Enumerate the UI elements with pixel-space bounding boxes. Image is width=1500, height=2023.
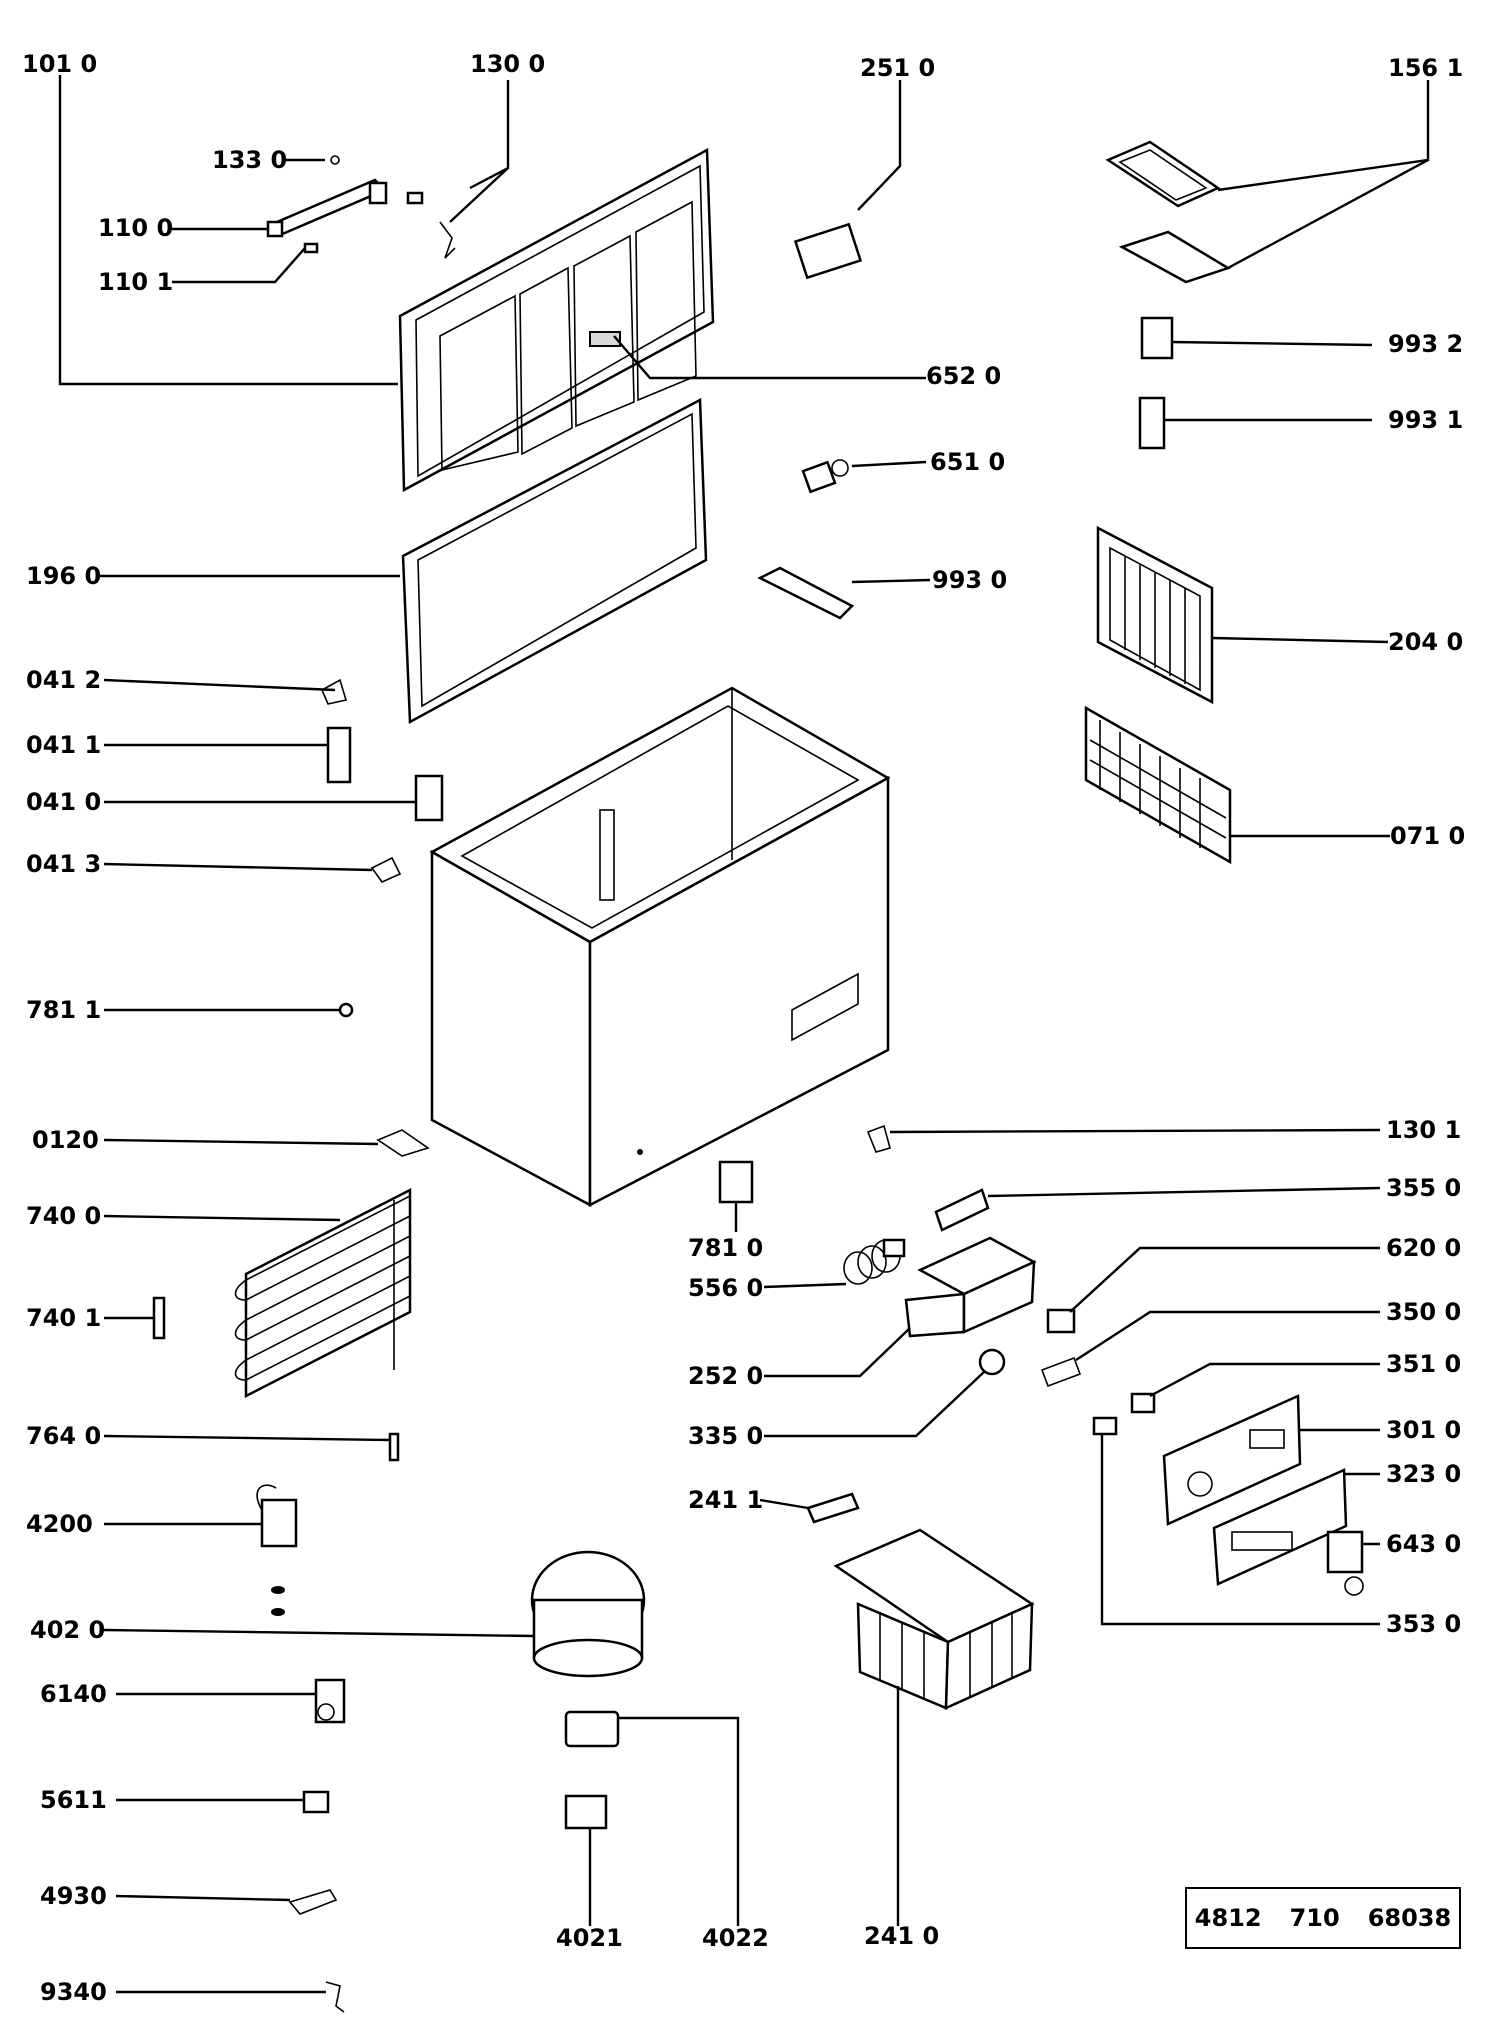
label-252-0: 252 0 (688, 1362, 763, 1390)
part-556-0 (843, 1238, 906, 1285)
catalog-number-box: 4812 710 68038 (1185, 1887, 1461, 1949)
catalog-part-2: 710 (1289, 1904, 1340, 1932)
lid-part (398, 147, 715, 493)
part-993-2 (1140, 316, 1174, 360)
part-041-3 (370, 856, 402, 883)
label-041-1: 041 1 (26, 731, 101, 759)
part-620-0 (1046, 1308, 1076, 1334)
part-781-0 (718, 1160, 754, 1204)
part-130-1 (866, 1124, 891, 1153)
label-6140: 6140 (40, 1680, 107, 1708)
part-993-0 (757, 566, 855, 620)
control-panel-part (1162, 1394, 1302, 1526)
label-5611: 5611 (40, 1786, 107, 1814)
label-110-1: 110 1 (98, 268, 173, 296)
part-9340 (325, 1981, 345, 2013)
label-041-2: 041 2 (26, 666, 101, 694)
label-355-0: 355 0 (1386, 1174, 1461, 1202)
basket-part (833, 1528, 1035, 1710)
label-0120: 0120 (32, 1126, 99, 1154)
label-204-0: 204 0 (1388, 628, 1463, 656)
label-402-0: 402 0 (30, 1616, 105, 1644)
cabinet-part (429, 686, 891, 1208)
label-4930: 4930 (40, 1882, 107, 1910)
gasket-part (401, 397, 708, 725)
label-4200: 4200 (26, 1510, 93, 1538)
label-156-1: 156 1 (1388, 54, 1463, 82)
label-335-0: 335 0 (688, 1422, 763, 1450)
label-041-3: 041 3 (26, 850, 101, 878)
grill-204-part (1096, 525, 1214, 705)
hinge-part (406, 191, 456, 259)
label-556-0: 556 0 (688, 1274, 763, 1302)
part-041-2 (320, 678, 348, 705)
ice-tray-part (1105, 140, 1231, 284)
part-335-0 (978, 1348, 1006, 1376)
part-355-0 (934, 1188, 990, 1232)
label-353-0: 353 0 (1386, 1610, 1461, 1638)
label-652-0: 652 0 (926, 362, 1001, 390)
label-071-0: 071 0 (1390, 822, 1465, 850)
catalog-part-3: 68038 (1367, 1904, 1452, 1932)
label-740-1: 740 1 (26, 1304, 101, 1332)
label-993-0: 993 0 (932, 566, 1007, 594)
label-651-0: 651 0 (930, 448, 1005, 476)
handle-part (266, 155, 388, 254)
label-323-0: 323 0 (1386, 1460, 1461, 1488)
label-110-0: 110 0 (98, 214, 173, 242)
part-5611 (302, 1790, 330, 1814)
part-993-1 (1138, 396, 1166, 450)
label-643-0: 643 0 (1386, 1530, 1461, 1558)
part-651-0 (801, 459, 849, 494)
label-993-1: 993 1 (1388, 406, 1463, 434)
label-740-0: 740 0 (26, 1202, 101, 1230)
label-241-1: 241 1 (688, 1486, 763, 1514)
label-241-0: 241 0 (864, 1922, 939, 1950)
catalog-part-1: 4812 (1194, 1904, 1262, 1932)
part-251-0 (793, 222, 863, 280)
label-196-0: 196 0 (26, 562, 101, 590)
label-130-0: 130 0 (470, 50, 545, 78)
compressor-part (530, 1550, 646, 1678)
part-350-0 (1040, 1356, 1082, 1388)
label-130-1: 130 1 (1386, 1116, 1461, 1144)
condenser-part (234, 1187, 412, 1399)
label-251-0: 251 0 (860, 54, 935, 82)
part-740-1 (152, 1296, 166, 1340)
label-4022: 4022 (702, 1924, 769, 1952)
part-351-0 (1130, 1392, 1156, 1414)
part-4021 (564, 1794, 608, 1830)
label-301-0: 301 0 (1386, 1416, 1461, 1444)
label-993-2: 993 2 (1388, 330, 1463, 358)
part-781-1 (338, 1002, 354, 1018)
label-350-0: 350 0 (1386, 1298, 1461, 1326)
label-620-0: 620 0 (1386, 1234, 1461, 1262)
part-4022 (564, 1710, 620, 1748)
part-041-1 (326, 726, 352, 784)
part-6140 (314, 1678, 346, 1724)
capacitor-part (256, 1484, 298, 1616)
mesh-071-part (1084, 705, 1232, 865)
part-643-0 (1326, 1530, 1364, 1596)
label-101-0: 101 0 (22, 50, 97, 78)
label-041-0: 041 0 (26, 788, 101, 816)
label-781-1: 781 1 (26, 996, 101, 1024)
leader-lines (58, 75, 1430, 1994)
label-9340: 9340 (40, 1978, 107, 2006)
part-241-1 (806, 1492, 860, 1524)
label-351-0: 351 0 (1386, 1350, 1461, 1378)
label-133-0: 133 0 (212, 146, 287, 174)
label-4021: 4021 (556, 1924, 623, 1952)
label-764-0: 764 0 (26, 1422, 101, 1450)
part-323-0 (1212, 1468, 1348, 1586)
part-353-0 (1092, 1416, 1118, 1436)
part-764-0 (388, 1432, 400, 1462)
part-4930 (288, 1889, 338, 1915)
label-781-0: 781 0 (688, 1234, 763, 1262)
part-252-0 (904, 1236, 1037, 1338)
part-041-0 (414, 774, 444, 822)
part-0120 (376, 1129, 430, 1157)
